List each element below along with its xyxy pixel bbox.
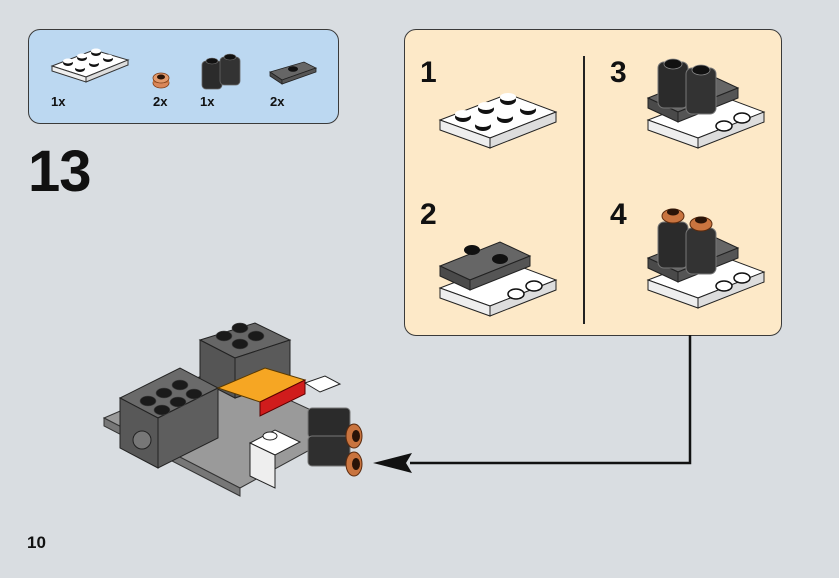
sub-step-number: 2 bbox=[420, 198, 437, 231]
sub-step-1-illustration bbox=[438, 93, 558, 149]
sub-step-3-illustration bbox=[646, 58, 766, 149]
sub-step-number: 4 bbox=[610, 198, 627, 231]
part-quantity: 2x bbox=[153, 94, 168, 109]
sub-step-4-illustration bbox=[646, 208, 766, 309]
sub-step-number: 3 bbox=[610, 56, 627, 89]
connector-arrow bbox=[373, 335, 692, 473]
copper-round-plate-icon bbox=[152, 72, 170, 89]
page-number: 10 bbox=[27, 533, 46, 552]
sub-step-number: 1 bbox=[420, 56, 437, 89]
white-plate-2x3-icon bbox=[50, 48, 130, 83]
part-quantity: 1x bbox=[51, 94, 66, 109]
main-model-illustration bbox=[102, 322, 363, 497]
step-number: 13 bbox=[28, 139, 92, 204]
sub-assembly-divider bbox=[583, 56, 585, 324]
part-quantity: 2x bbox=[270, 94, 285, 109]
black-rounded-brick-icon bbox=[201, 53, 241, 90]
part-quantity: 1x bbox=[200, 94, 215, 109]
dark-gray-jumper-plate-icon bbox=[269, 61, 318, 85]
sub-step-2-illustration bbox=[438, 241, 558, 317]
